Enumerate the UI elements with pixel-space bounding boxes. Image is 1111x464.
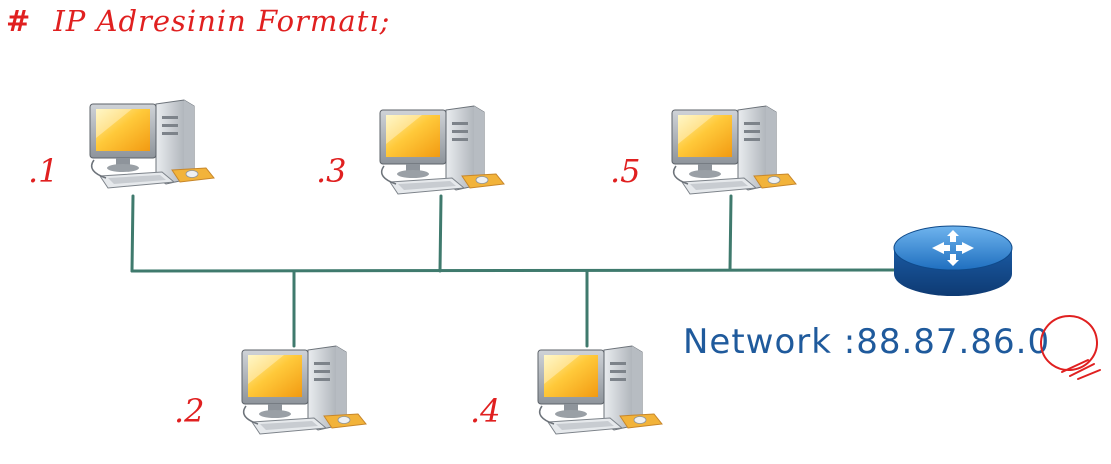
title-text: IP Adresinin Formatı; [53, 4, 391, 38]
host-label-3: .3 [316, 152, 347, 190]
drop-line-1 [130, 194, 135, 273]
diagram-title: # IP Adresinin Formatı; [6, 4, 390, 38]
drop-line-3 [438, 194, 443, 273]
title-hash: # [6, 4, 32, 38]
network-prefix: Network :88.87.86 [683, 322, 1016, 362]
bus-line [130, 268, 902, 273]
host-label-5: .5 [610, 152, 641, 190]
host-label-4: .4 [470, 392, 501, 430]
host-label-1: .1 [28, 152, 59, 190]
host-label-2: .2 [174, 392, 205, 430]
router-icon [893, 225, 1013, 296]
drop-line-5 [728, 194, 733, 272]
network-address: Network :88.87.86.0 [683, 322, 1050, 362]
